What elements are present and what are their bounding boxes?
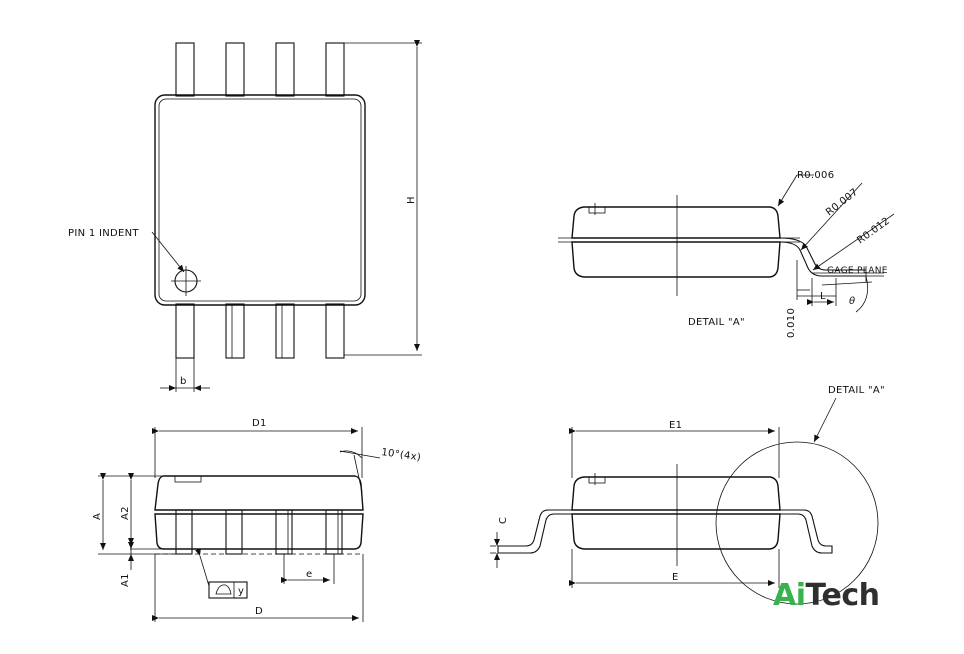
detail-a-circle (715, 441, 879, 605)
right-gull-lead (780, 509, 833, 554)
top-leads (175, 42, 345, 97)
theta-label: θ (849, 296, 855, 307)
detail-a-callout-label: DETAIL "A" (828, 385, 885, 396)
dim-e1-label: E1 (669, 420, 682, 431)
dim-b-label: b (180, 376, 187, 387)
side-body-upper (154, 475, 364, 511)
dim-e-pitch-label: e (306, 569, 312, 580)
top-body-inner (158, 98, 362, 302)
dim-a1-label: A1 (120, 573, 131, 587)
angle-10-label: 10°(4x) (381, 447, 422, 463)
side-view: D1 10°(4x) A A2 (92, 418, 422, 622)
dim-d-label: D (255, 606, 263, 617)
pin1-indent-label: PIN 1 INDENT (68, 228, 139, 239)
flatness-label: y (238, 586, 244, 597)
dim-l-label: L (820, 291, 826, 302)
aitech-logo: AiTech (773, 578, 903, 614)
detail-a-view-label: DETAIL "A" (688, 317, 745, 328)
left-gull-lead (497, 509, 572, 554)
top-view: PIN 1 INDENT H b (68, 40, 422, 392)
flatness-frame (208, 581, 248, 599)
logo-part-ai: Ai (773, 578, 806, 613)
dim-0010-label: 0.010 (786, 308, 797, 338)
gage-plane-label: GAGE PLANE (827, 266, 888, 276)
logo-part-tech: Tech (805, 578, 880, 613)
top-body-outer (154, 94, 366, 306)
dim-c-label: C (498, 517, 509, 524)
dim-e-label: E (672, 572, 679, 583)
dim-d1-label: D1 (252, 418, 267, 429)
dim-a-label: A (92, 513, 103, 520)
side-leads (175, 509, 343, 555)
end-view: E1 C E DETAIL "A" (490, 385, 885, 605)
r0006-label: R0.006 (797, 170, 834, 181)
bottom-leads (175, 303, 345, 359)
r0012-label: R0.012 (855, 216, 892, 247)
dim-h-label: H (406, 196, 417, 204)
side-body-lower (154, 513, 364, 550)
detail-a-view: GAGE PLANE R0.006 R0.007 R0.012 0.010 L … (558, 170, 895, 338)
dim-a2-label: A2 (120, 506, 131, 520)
r0007-label: R0.007 (824, 187, 860, 219)
